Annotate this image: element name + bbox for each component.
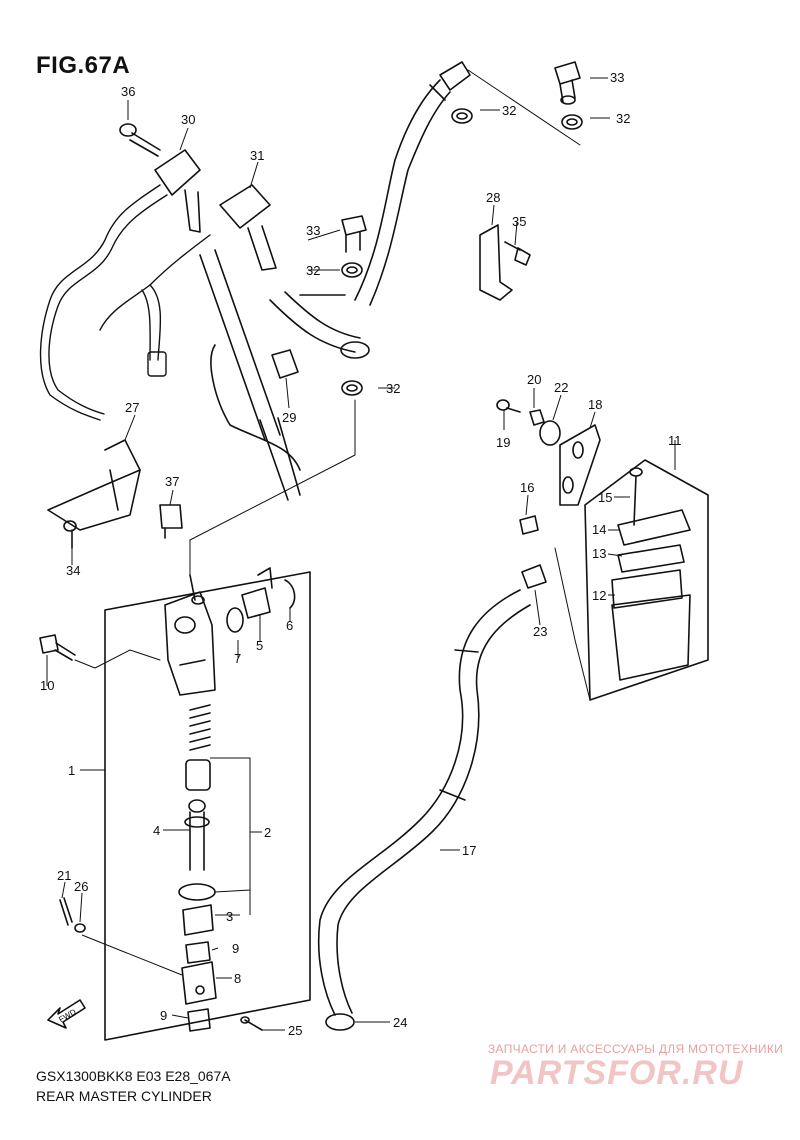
bolt-33-mid (341, 215, 367, 253)
bolt-35 (504, 241, 531, 266)
circlip-2 (178, 883, 216, 901)
callout-14: 14 (592, 522, 606, 537)
callout-34: 34 (66, 563, 80, 578)
diaphragm-13 (617, 544, 685, 573)
watermark-logo: PARTSFOR.RU (490, 1054, 744, 1092)
callout-27: 27 (125, 400, 139, 415)
callout-labels: 1 2 3 4 5 6 7 8 9 9 10 11 12 13 14 15 16… (40, 70, 682, 1038)
bolt-34 (63, 520, 77, 549)
circlip-6 (284, 579, 296, 609)
callout-18: 18 (588, 397, 602, 412)
brake-pipe (199, 249, 301, 501)
callout-25: 25 (288, 1023, 302, 1038)
washer-26 (74, 923, 86, 933)
callout-32d: 32 (386, 381, 400, 396)
clip-29 (271, 349, 299, 379)
o-ring-7 (226, 607, 244, 633)
callout-1: 1 (68, 763, 75, 778)
bracket-18 (559, 424, 601, 506)
fitting-5 (241, 567, 273, 619)
cotter-21 (59, 897, 73, 926)
bolt-10 (39, 634, 76, 661)
callout-32b: 32 (616, 111, 630, 126)
callout-13: 13 (592, 546, 606, 561)
callout-29: 29 (282, 410, 296, 425)
callout-33a: 33 (610, 70, 624, 85)
callout-20: 20 (527, 372, 541, 387)
spring (185, 704, 211, 791)
model-code: GSX1300BKK8 E03 E28_067A (36, 1068, 231, 1084)
union-bolt-30 (154, 149, 201, 233)
master-cylinder-box (104, 571, 311, 1041)
bracket-28 (479, 224, 513, 301)
callout-26: 26 (74, 879, 88, 894)
callout-7: 7 (234, 651, 241, 666)
callout-17: 17 (462, 843, 476, 858)
grommet-22 (539, 420, 561, 446)
callout-24: 24 (393, 1015, 407, 1030)
callout-9a: 9 (232, 941, 239, 956)
washers-32 (341, 108, 583, 396)
figure-title: FIG.67A (36, 52, 131, 79)
callout-11: 11 (668, 433, 682, 448)
screw-15 (629, 467, 643, 526)
master-cylinder-body (164, 574, 216, 696)
callout-15: 15 (598, 490, 612, 505)
callout-21: 21 (57, 868, 71, 883)
brake-hose-upper (39, 184, 211, 421)
reservoir-hose-17 (317, 589, 531, 1016)
callout-36: 36 (121, 84, 135, 99)
callout-22: 22 (554, 380, 568, 395)
watermark-tagline: ЗАПЧАСТИ И АКСЕССУАРЫ ДЛЯ МОТОТЕХНИКИ (488, 1042, 784, 1056)
boot-3 (182, 904, 214, 936)
callout-35: 35 (512, 214, 526, 229)
pin-25 (240, 1016, 263, 1031)
callout-30: 30 (181, 112, 195, 127)
callout-23: 23 (533, 624, 547, 639)
clip-37 (159, 504, 183, 539)
callout-31: 31 (250, 148, 264, 163)
callout-3: 3 (226, 909, 233, 924)
reservoir-12 (611, 569, 691, 681)
brake-hose-right (269, 61, 471, 359)
callout-leaders (46, 77, 676, 1031)
callout-32c: 32 (306, 263, 320, 278)
cap-14 (617, 509, 691, 546)
piston-4 (184, 799, 210, 871)
callout-16: 16 (520, 480, 534, 495)
collar-20 (529, 409, 545, 426)
callout-4: 4 (153, 823, 160, 838)
bolt-33-top (554, 61, 581, 105)
clip-23 (521, 564, 547, 589)
bolt-36 (119, 123, 161, 157)
callout-10: 10 (40, 678, 54, 693)
nut-9 (185, 941, 211, 1032)
union-bolt-31 (219, 184, 277, 271)
callout-8: 8 (234, 971, 241, 986)
leader-lines (74, 69, 591, 701)
figure-caption: REAR MASTER CYLINDER (36, 1088, 212, 1104)
clip-24 (325, 1013, 355, 1031)
callout-32a: 32 (502, 103, 516, 118)
callout-6: 6 (286, 618, 293, 633)
callout-33b: 33 (306, 223, 320, 238)
bolt-16 (519, 515, 539, 535)
callout-2: 2 (264, 825, 271, 840)
fwd-arrow (47, 999, 86, 1029)
callout-9b: 9 (160, 1008, 167, 1023)
callout-19: 19 (496, 435, 510, 450)
callout-5: 5 (256, 638, 263, 653)
clamp-27 (47, 439, 141, 531)
callout-37: 37 (165, 474, 179, 489)
bolt-19 (496, 399, 521, 413)
callout-12: 12 (592, 588, 606, 603)
callout-28: 28 (486, 190, 500, 205)
clevis-8 (181, 961, 217, 1005)
